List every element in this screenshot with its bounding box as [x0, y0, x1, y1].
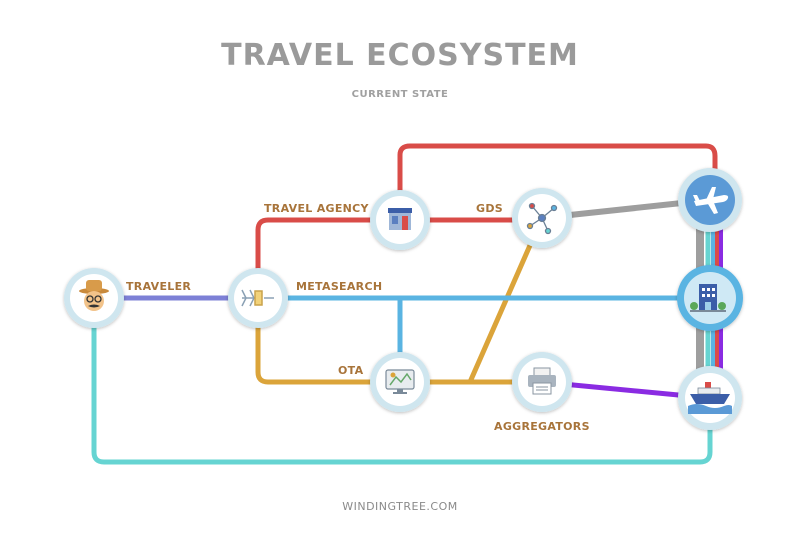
- travel-agency-label: TRAVEL AGENCY: [264, 202, 370, 215]
- cruise-ship-icon: [688, 382, 732, 414]
- traveler-label: TRAVELER: [126, 280, 191, 293]
- monitor-map-icon: [385, 369, 415, 394]
- aggregators-label: AGGREGATORS: [494, 420, 590, 433]
- metasearch-node[interactable]: [228, 268, 288, 328]
- gds-label: GDS: [476, 202, 503, 215]
- footer-url[interactable]: WINDINGTREE.COM: [342, 500, 458, 513]
- hotel-node[interactable]: [677, 265, 743, 331]
- metasearch-label: METASEARCH: [296, 280, 382, 293]
- diagram-title: TRAVEL ECOSYSTEM: [221, 38, 579, 73]
- ota-metasearch-line: [255, 295, 403, 385]
- ota-label: OTA: [338, 364, 364, 377]
- metasearch-agency-line: [255, 217, 403, 301]
- metasearch-funnel-icon: [241, 289, 274, 307]
- traveler-icon: [79, 280, 109, 311]
- cruise-node[interactable]: [678, 366, 742, 430]
- diagram-subtitle: CURRENT STATE: [351, 89, 449, 100]
- aggregators-node[interactable]: [512, 352, 572, 412]
- gds-node[interactable]: [512, 188, 572, 248]
- agency-airline-line: [397, 143, 718, 223]
- network-hub-icon: [526, 202, 558, 235]
- printer-icon: [528, 367, 556, 395]
- nodes: [64, 168, 743, 430]
- hotel-building-icon: [690, 284, 726, 312]
- traveler-node[interactable]: [64, 268, 124, 328]
- labels: TRAVELER METASEARCH TRAVEL AGENCY GDS OT…: [126, 202, 590, 433]
- storefront-icon: [388, 208, 412, 230]
- travel-agency-node[interactable]: [370, 190, 430, 250]
- ota-node[interactable]: [370, 352, 430, 412]
- airplane-icon: [693, 187, 729, 214]
- traveler-cruise-line: [91, 295, 713, 465]
- airline-node[interactable]: [678, 168, 742, 232]
